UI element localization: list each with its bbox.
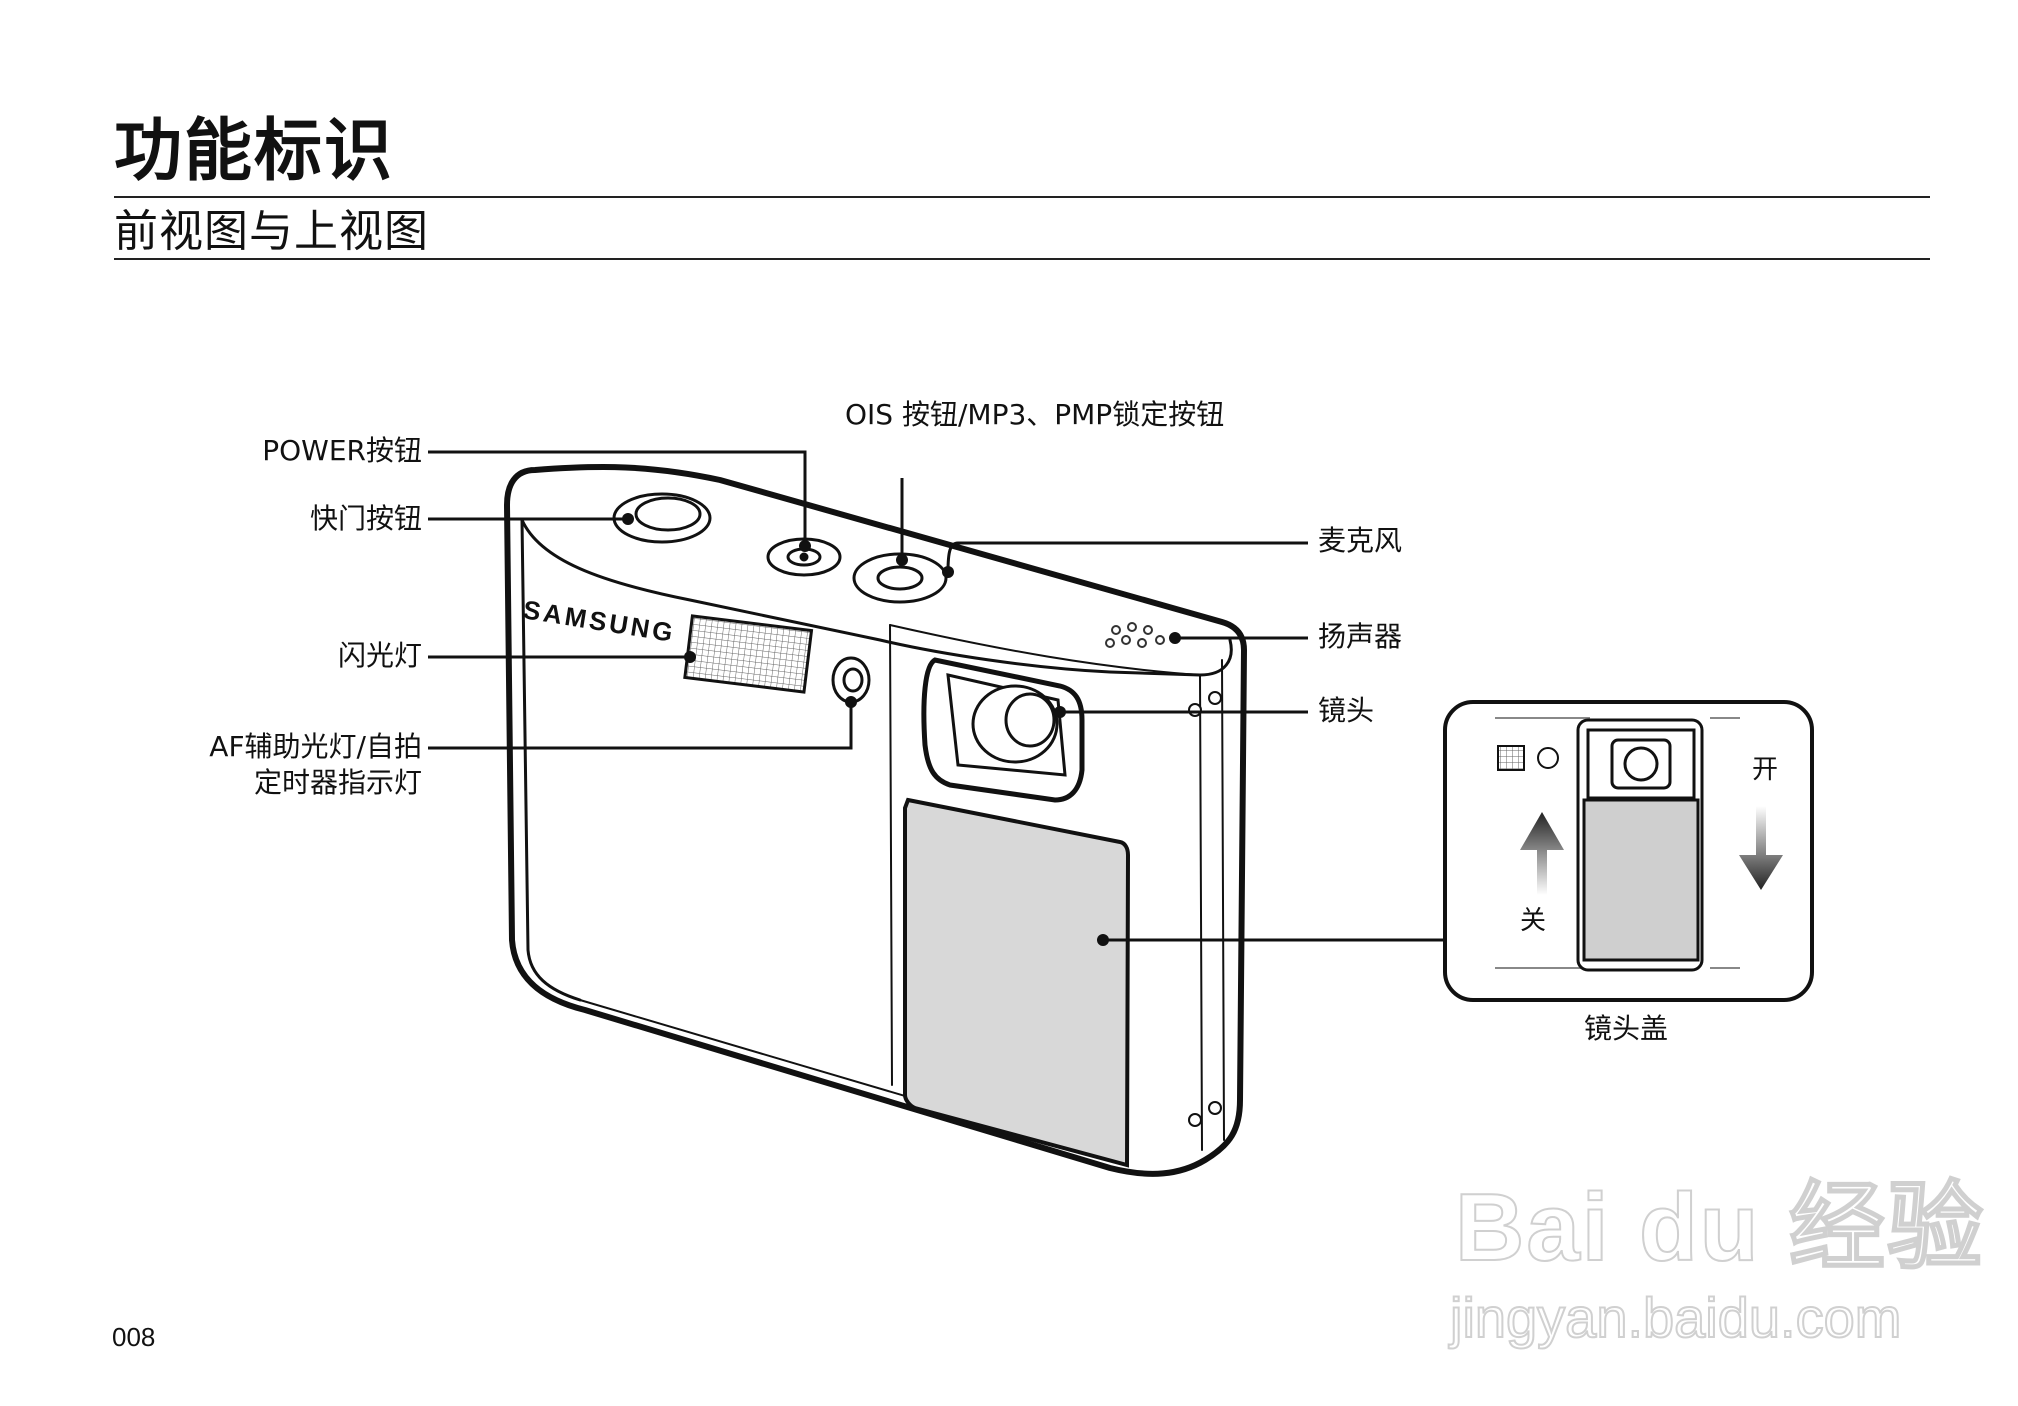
side-screws: [1188, 691, 1222, 1127]
lens-cover-inset: [1443, 700, 1814, 1002]
watermark-url: jingyan.baidu.com: [1449, 1286, 1902, 1349]
af-lamp-label-line1: AF辅助光灯/自拍: [209, 730, 422, 763]
af-lamp-shape: [831, 656, 871, 704]
microphone-label: 麦克风: [1318, 524, 1403, 557]
page-number: 008: [112, 1322, 156, 1352]
ois-button-shape: [852, 552, 948, 604]
speaker-label: 扬声器: [1318, 620, 1403, 653]
subtitle-divider: [114, 258, 1930, 260]
leader-lines: [428, 450, 1445, 942]
speaker-holes: [1105, 622, 1165, 648]
page-subtitle: 前视图与上视图: [114, 206, 429, 257]
af-lamp-label-line2: 定时器指示灯: [253, 766, 422, 799]
shutter-button-label: 快门按钮: [309, 502, 422, 535]
ois-button-label: OIS 按钮/MP3、PMP锁定按钮: [845, 398, 1225, 431]
lens-cover-label: 镜头盖: [1584, 1012, 1669, 1045]
flash-label: 闪光灯: [337, 639, 422, 672]
page-title: 功能标识: [114, 112, 395, 191]
leader-dots: [622, 513, 1181, 946]
lens-label: 镜头: [1318, 694, 1375, 727]
flash-window: [683, 614, 814, 694]
lens-shape: [921, 657, 1085, 803]
camera-body: [504, 464, 1247, 1177]
close-label: 关: [1520, 906, 1547, 936]
power-button-label: POWER按钮: [262, 434, 422, 467]
watermark-logo: Bai du 经验: [1454, 1174, 1986, 1281]
camera-brand-logo: SAMSUNG: [521, 594, 678, 648]
open-label: 开: [1752, 755, 1779, 785]
title-divider: [114, 196, 1930, 198]
lens-cover-shape: [903, 797, 1131, 1168]
